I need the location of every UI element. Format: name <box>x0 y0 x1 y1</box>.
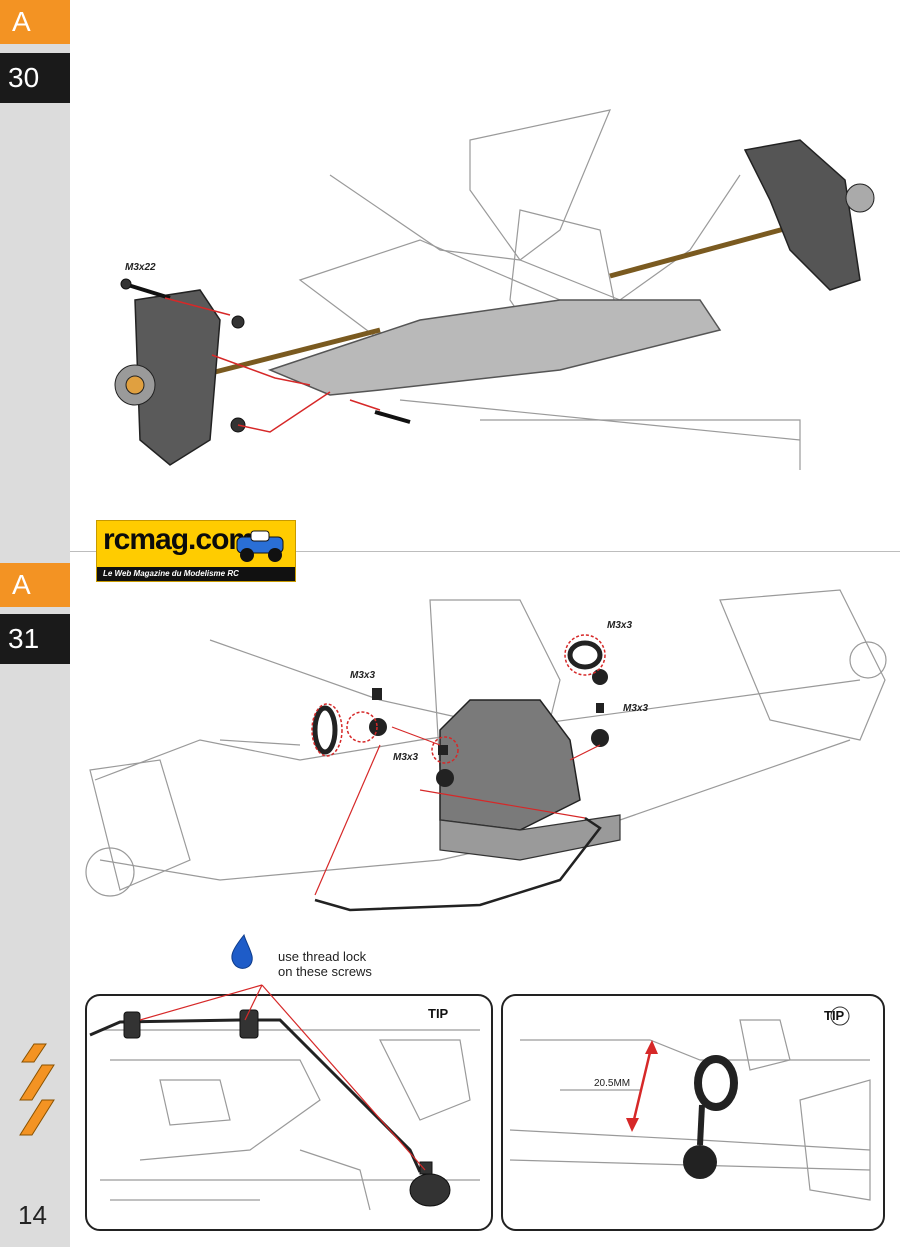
drive-shaft-right <box>609 219 811 279</box>
drive-shaft-left <box>214 327 381 375</box>
tip-right-dimension: 20.5MM <box>594 1078 631 1089</box>
shock-tower-outline <box>469 109 611 261</box>
chassis-outline <box>94 679 861 781</box>
step-31-letter: A <box>0 563 70 607</box>
step-30-letter: A <box>0 0 70 44</box>
left-sidebar: A 30 A 31 14 <box>0 0 70 1247</box>
thread-lock-note: use thread lock on these screws <box>278 949 372 979</box>
tip-right-title: TIP <box>824 1008 845 1023</box>
step-30-number: 30 <box>0 53 70 103</box>
thread-lock-drop-icon <box>231 933 253 969</box>
logo-text: rcmag.com <box>103 523 255 556</box>
page-number: 14 <box>18 1200 47 1230</box>
step-30-screw-label: M3x22 <box>125 262 156 273</box>
car-logo-icon <box>236 530 284 562</box>
step-31-screw-label-b: M3x3 <box>607 620 633 631</box>
right-hub-outline <box>719 589 886 741</box>
section-divider <box>70 551 900 552</box>
tip-panel-left <box>85 984 493 1231</box>
step-31-screw-label-d: M3x3 <box>393 752 419 763</box>
rear-bulkhead <box>439 814 621 861</box>
thread-lock-note-line1: use thread lock <box>278 949 367 964</box>
ball-link-right <box>567 640 609 747</box>
rcmag-logo: rcmag.com Le Web Magazine du Modelisme R… <box>96 520 296 582</box>
anti-roll-bar <box>314 816 602 912</box>
thread-lock-note-line2: on these screws <box>278 964 372 979</box>
left-hub-carrier <box>114 289 221 466</box>
tip-left-title: TIP <box>428 1006 449 1021</box>
left-hub-outline <box>89 759 191 891</box>
brand-mark-icon <box>19 1043 55 1136</box>
right-hub-carrier <box>743 139 875 291</box>
ball-link-left <box>312 688 387 755</box>
lower-arm <box>267 299 722 396</box>
upper-arm-outline <box>329 174 741 301</box>
tip-panel-right <box>501 994 885 1231</box>
logo-tagline: Le Web Magazine du Modelisme RC <box>97 567 295 581</box>
step-31-screw-label-a: M3x3 <box>350 670 376 681</box>
step-31-number: 31 <box>0 614 70 664</box>
step-31-screw-label-c: M3x3 <box>623 703 649 714</box>
